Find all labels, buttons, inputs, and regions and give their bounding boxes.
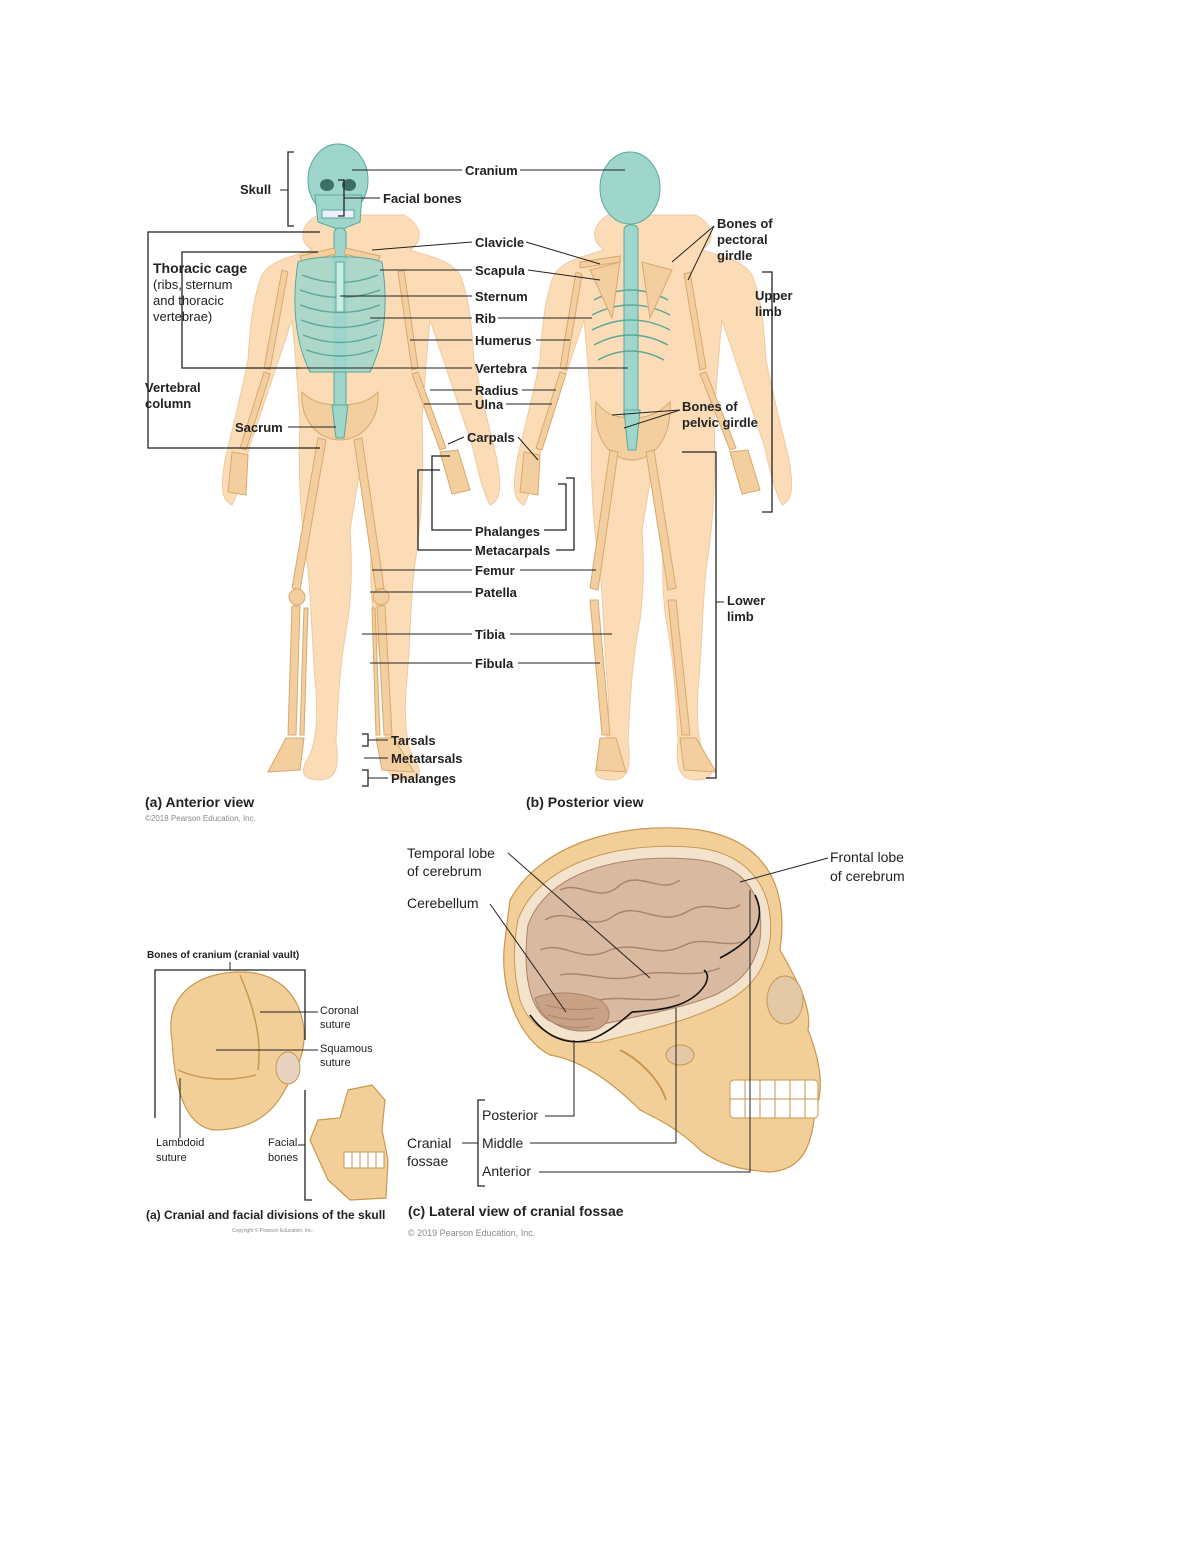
anterior-skeleton-illustration [221, 143, 501, 781]
label-anterior-fossa: Anterior [482, 1163, 531, 1179]
label-rib: Rib [475, 311, 496, 326]
label-facial-bones-skull-2: bones [268, 1152, 298, 1164]
label-upper-limb-1: Upper [755, 288, 793, 303]
label-metacarpals: Metacarpals [475, 543, 550, 558]
label-posterior-fossa: Posterior [482, 1107, 538, 1123]
label-tarsals: Tarsals [391, 733, 436, 748]
label-thoracic-cage: Thoracic cage [153, 260, 247, 276]
posterior-skeleton-illustration [513, 151, 793, 781]
label-cranium: Cranium [465, 163, 518, 178]
label-lambdoid-suture-1: Lambdoid [156, 1137, 204, 1149]
label-skull: Skull [240, 182, 271, 197]
label-pectoral-girdle-1: Bones of [717, 216, 773, 231]
copyright-cranial-fossae: © 2019 Pearson Education, Inc. [408, 1228, 535, 1238]
label-thoracic-cage-desc-3: vertebrae) [153, 309, 212, 324]
copyright-skeleton: ©2018 Pearson Education, Inc. [145, 814, 256, 823]
label-pectoral-girdle-2: pectoral [717, 232, 768, 247]
label-pectoral-girdle-3: girdle [717, 248, 752, 263]
label-coronal-suture-2: suture [320, 1019, 351, 1031]
label-bones-of-cranium: Bones of cranium (cranial vault) [147, 950, 299, 961]
label-temporal-lobe-1: Temporal lobe [407, 845, 495, 861]
label-vertebral-column-2: column [145, 396, 191, 411]
label-frontal-lobe-2: of cerebrum [830, 868, 905, 884]
label-squamous-suture-1: Squamous [320, 1043, 373, 1055]
label-phalanges-foot: Phalanges [391, 771, 456, 786]
label-vertebra: Vertebra [475, 361, 528, 376]
label-radius: Radius [475, 383, 518, 398]
label-femur: Femur [475, 563, 515, 578]
label-frontal-lobe-1: Frontal lobe [830, 849, 904, 865]
label-sternum: Sternum [475, 289, 528, 304]
label-upper-limb-2: limb [755, 304, 782, 319]
skull-divisions-figure: Bones of cranium (cranial vault) Coronal… [146, 950, 389, 1234]
label-ulna: Ulna [475, 397, 504, 412]
label-cerebellum: Cerebellum [407, 895, 479, 911]
label-phalanges-hand: Phalanges [475, 524, 540, 539]
caption-posterior-view: (b) Posterior view [526, 794, 644, 810]
label-lower-limb-1: Lower [727, 593, 765, 608]
label-thoracic-cage-desc-2: and thoracic [153, 293, 224, 308]
label-cranial-fossae-2: fossae [407, 1153, 448, 1169]
caption-lateral-view-cranial-fossae: (c) Lateral view of cranial fossae [408, 1203, 624, 1219]
label-thoracic-cage-desc-1: (ribs, sternum [153, 277, 232, 292]
label-temporal-lobe-2: of cerebrum [407, 863, 482, 879]
copyright-skull-divisions: Copyright © Pearson Education, Inc. [232, 1227, 313, 1234]
label-middle-fossa: Middle [482, 1135, 523, 1151]
label-sacrum: Sacrum [235, 420, 283, 435]
label-carpals: Carpals [467, 430, 515, 445]
label-cranial-fossae-1: Cranial [407, 1135, 451, 1151]
skeleton-labels: Skull Cranium Facial bones Thoracic cage… [145, 163, 793, 823]
label-vertebral-column-1: Vertebral [145, 380, 201, 395]
label-squamous-suture-2: suture [320, 1057, 351, 1069]
label-patella: Patella [475, 585, 518, 600]
label-tibia: Tibia [475, 627, 506, 642]
caption-anterior-view: (a) Anterior view [145, 794, 254, 810]
label-humerus: Humerus [475, 333, 531, 348]
label-lambdoid-suture-2: suture [156, 1152, 187, 1164]
brain-illustration [525, 857, 762, 1027]
cranial-fossae-figure: Temporal lobe of cerebrum Frontal lobe o… [407, 827, 905, 1238]
label-scapula: Scapula [475, 263, 526, 278]
facial-bones-illustration [309, 1084, 389, 1201]
label-lower-limb-2: limb [727, 609, 754, 624]
skeleton-leader-lines [147, 151, 773, 787]
cranial-vault-illustration [170, 971, 305, 1131]
label-facial-bones-skull-1: Facial [268, 1137, 297, 1149]
label-coronal-suture-1: Coronal [320, 1005, 359, 1017]
caption-cranial-facial-divisions: (a) Cranial and facial divisions of the … [146, 1208, 385, 1222]
label-fibula: Fibula [475, 656, 514, 671]
label-pelvic-girdle-2: pelvic girdle [682, 415, 758, 430]
label-clavicle: Clavicle [475, 235, 524, 250]
label-facial-bones: Facial bones [383, 191, 462, 206]
label-metatarsals: Metatarsals [391, 751, 463, 766]
label-pelvic-girdle-1: Bones of [682, 399, 738, 414]
skeleton-figure: Skull Cranium Facial bones Thoracic cage… [145, 143, 793, 823]
